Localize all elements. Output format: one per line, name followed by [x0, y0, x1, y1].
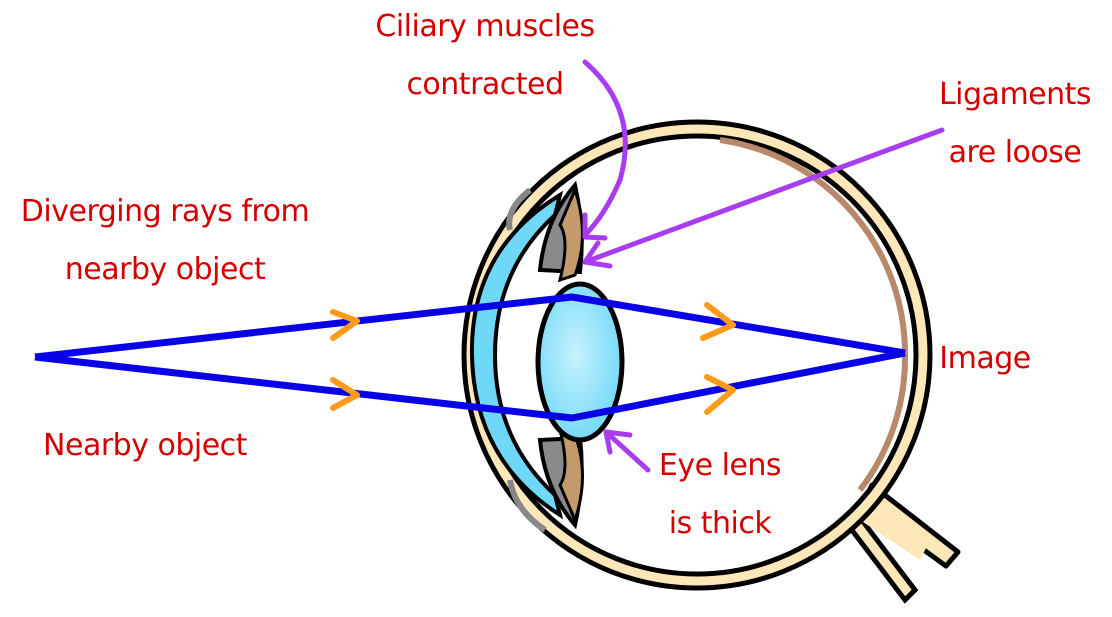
label-nearby-object: Nearby object	[43, 428, 247, 463]
label-line: is thick	[668, 506, 772, 541]
lens-pointer	[603, 429, 651, 473]
ciliary-pointer	[582, 59, 628, 238]
label-image: Image	[939, 341, 1031, 376]
label-diverging-rays: Diverging rays from nearby object	[5, 183, 325, 299]
label-line: Ligaments	[938, 77, 1092, 112]
arrow-icon	[330, 377, 360, 411]
choroid	[719, 137, 909, 492]
label-line: are loose	[948, 135, 1082, 170]
label-line: Eye lens	[658, 448, 782, 483]
optic-nerve	[844, 482, 961, 604]
arrow-icon	[330, 309, 360, 341]
label-line: Diverging rays from	[20, 194, 310, 229]
label-ciliary-muscles: Ciliary muscles contracted	[360, 0, 610, 114]
ray-bottom	[34, 349, 906, 422]
label-line: Ciliary muscles	[375, 9, 595, 44]
eye-lens	[535, 281, 625, 443]
ligaments-pointer	[582, 127, 945, 265]
label-line: contracted	[406, 67, 564, 102]
label-pointers	[582, 59, 945, 473]
ray-top	[34, 293, 906, 361]
arrow-icon	[700, 302, 736, 341]
light-rays	[34, 293, 906, 422]
label-ligaments: Ligaments are loose	[930, 66, 1100, 182]
ciliary-muscle-top	[537, 180, 584, 283]
arrow-icon	[704, 374, 736, 415]
label-line: nearby object	[64, 252, 266, 287]
ray-direction-arrows	[330, 302, 736, 415]
label-eye-lens: Eye lens is thick	[645, 437, 795, 553]
